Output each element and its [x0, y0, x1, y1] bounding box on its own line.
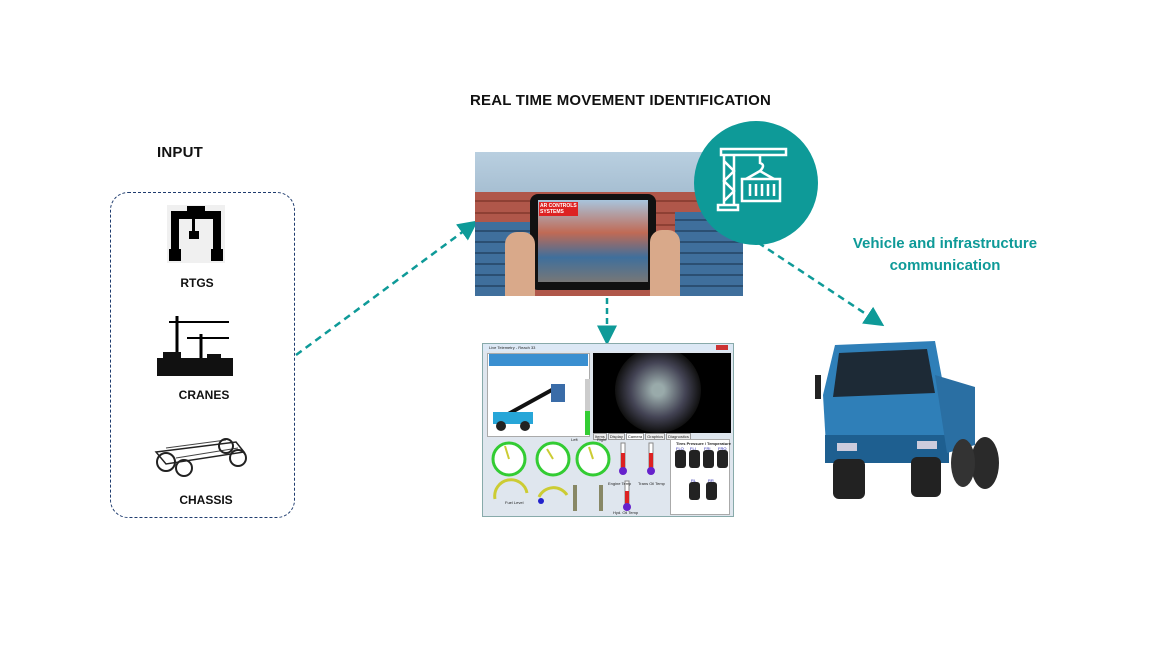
input-box [110, 192, 295, 518]
close-button[interactable] [716, 345, 728, 350]
tab-camera[interactable]: Camera [625, 433, 645, 440]
gauge-label-fuel: Fuel Level [505, 500, 524, 505]
ar-logo-line1: AR CONTROLS [540, 203, 577, 209]
input-heading: INPUT [157, 144, 203, 161]
tire-icon [703, 450, 714, 468]
gauge [491, 441, 527, 477]
tab-display[interactable]: Display [607, 433, 625, 440]
tire-icon [675, 450, 686, 468]
gauge [575, 441, 611, 477]
slider-label-right: Right [597, 437, 607, 442]
tire-label: FLO [676, 446, 684, 451]
communication-line2: communication [889, 257, 1001, 274]
tire-panel-title: Tires Pressure / Temperature [676, 441, 731, 446]
gauge [535, 441, 571, 477]
tire-label: RL [691, 478, 697, 483]
gauge [537, 486, 569, 504]
ar-tablet-photo: AR CONTROLS SYSTEMS [475, 152, 743, 296]
camera-view [593, 353, 731, 433]
crane-container-badge [694, 121, 818, 245]
communication-line1: Vehicle and infrastructure [852, 235, 1038, 252]
tire-icon [689, 482, 700, 500]
thermo-label-trans: Trans Oil Temp [638, 481, 665, 486]
rtg-crane-icon [167, 205, 225, 263]
thermo-label-hyd: Hyd. Oil Temp [613, 510, 639, 515]
tab-graphics[interactable]: Graphics [645, 433, 666, 440]
tire-label: RR [708, 478, 714, 483]
ar-logo-line2: SYSTEMS [540, 209, 564, 215]
tire-label: FRI [704, 446, 711, 451]
slider-label-left: Left [571, 437, 578, 442]
tab-items[interactable]: Items [593, 433, 607, 440]
thermo-label-engine: Engine Temp [608, 481, 632, 486]
dashboard-tabs: Items Display Camera Graphics Diagnostic… [593, 433, 691, 440]
page-title: REAL TIME MOVEMENT IDENTIFICATION [470, 92, 772, 109]
tire-icon [717, 450, 728, 468]
gauge [493, 478, 529, 500]
tower-cranes-icon [157, 316, 233, 376]
crane-container-icon [716, 147, 788, 212]
tire-label: FRO [718, 446, 727, 451]
telemetry-dashboard: Live Telemetry - Reach 33 Items Display … [482, 343, 734, 517]
tire-icon [706, 482, 717, 500]
arrow-to-vehicle [747, 234, 885, 327]
communication-label: Vehicle and infrastructure communication [830, 233, 1060, 277]
chassis-icon [154, 438, 247, 477]
input-label-chassis: CHASSIS [179, 493, 233, 507]
tire-label: FLI [690, 446, 696, 451]
input-label-rtgs: RTGS [180, 276, 214, 290]
tire-icon [689, 450, 700, 468]
gauges [491, 441, 655, 511]
truck-image [815, 341, 999, 499]
tire-panel: Tires Pressure / Temperature FLO FLI FRI… [670, 439, 731, 515]
reach-stacker-graphic [493, 384, 565, 431]
dashboard-window-title: Live Telemetry - Reach 33 [489, 345, 536, 350]
input-label-cranes: CRANES [178, 388, 230, 402]
arrow-input-to-ar [295, 220, 479, 357]
